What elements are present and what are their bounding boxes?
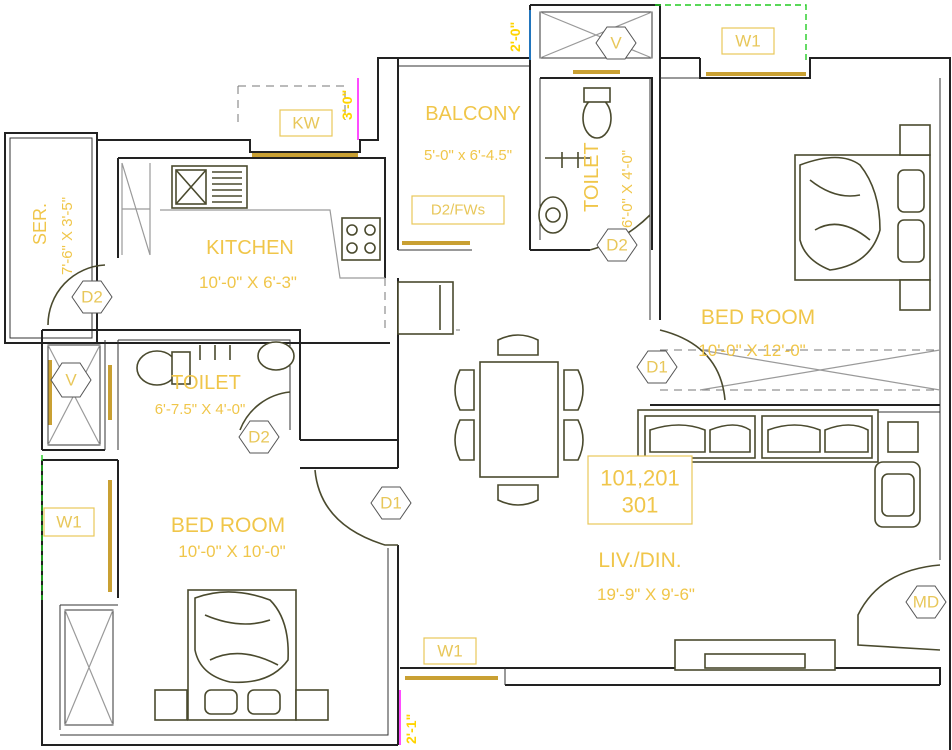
door-tag-toilet-left: [238, 420, 280, 454]
door-tag-toilet-top: [596, 228, 638, 262]
toilet-top-size: 6'-0" X 4'-0": [619, 150, 636, 228]
fridge: [397, 281, 454, 335]
balcony-name: BALCONY: [425, 103, 521, 125]
nightstand-left-b: [295, 689, 329, 721]
bedroom-right-name: BED ROOM: [701, 306, 815, 329]
side-table: [887, 421, 919, 453]
toilet-left-size: 6'-7.5" X 4'-0": [155, 401, 246, 418]
door-tag-service: [71, 280, 113, 314]
bed-right: [794, 154, 931, 281]
d2-fws-label: D2/FWs: [431, 202, 485, 219]
kitchen-stove: [341, 217, 381, 261]
balcony-size: 5'-0" x 6'-4.5": [424, 147, 512, 164]
bedroom-left-door-swing: [314, 469, 398, 546]
washbasin-left: [257, 341, 295, 371]
duct-left: [47, 344, 101, 446]
nightstand-bottom: [899, 279, 931, 311]
door-tag-bedroom-left-label: D1: [380, 494, 402, 513]
vent-tag-left-label: V: [65, 371, 77, 390]
tv-unit: [674, 639, 836, 671]
door-tag-bedroom-right-label: D1: [646, 358, 668, 377]
living-size: 19'-9" X 9'-6": [597, 585, 695, 604]
kitchen-size: 10'-0" X 6'-3": [199, 273, 297, 292]
w1-left-box: [43, 507, 95, 537]
kitchen-name: KITCHEN: [206, 237, 294, 259]
washbasin-top: [538, 196, 568, 234]
kw-projection: [238, 85, 346, 120]
kw-label-box: [279, 109, 333, 137]
w1-top-label: W1: [735, 32, 761, 51]
unit-number-line1: 101,201: [600, 466, 680, 491]
service-door-swing: [47, 264, 106, 326]
w1-bottom-label: W1: [437, 642, 463, 661]
bottom-window-dimension: 2'-1": [403, 714, 419, 744]
w1-left-label: W1: [56, 513, 82, 532]
w1-top-box: [721, 27, 775, 55]
shaft-bottom-left: [64, 609, 114, 726]
living-name: LIV./DIN.: [598, 549, 681, 572]
bedroom-left-name: BED ROOM: [171, 514, 285, 537]
bedroom-right-door-swing: [659, 329, 726, 401]
duct-top: [539, 11, 653, 59]
door-tag-bedroom-left: [370, 486, 412, 520]
vent-tag-top: [595, 26, 637, 60]
w1-bottom-box: [423, 637, 477, 665]
top-shaft-dimension: 2'-0": [507, 22, 523, 52]
wc-top: [582, 97, 612, 139]
sofa: [637, 409, 879, 463]
door-tag-toilet-top-label: D2: [606, 236, 628, 255]
kitchen-sink: [171, 165, 248, 209]
toilet-left-door-swing: [239, 391, 291, 431]
service-size: 7'-6" X 3'-5": [59, 197, 76, 275]
nightstand-top: [899, 124, 931, 156]
door-tag-toilet-left-label: D2: [248, 428, 270, 447]
unit-number-line2: 301: [622, 493, 659, 518]
armchair: [874, 461, 921, 528]
vent-tag-top-label: V: [610, 34, 622, 53]
main-door-tag: [905, 585, 947, 619]
service-name: SER.: [30, 203, 50, 245]
door-tag-service-label: D2: [81, 288, 103, 307]
vent-tag-left: [50, 362, 92, 398]
kw-label: KW: [292, 114, 319, 133]
bedroom-left-size: 10'-0" X 10'-0": [178, 542, 285, 561]
d2-fws-box: [411, 195, 505, 225]
dining-table: [479, 361, 559, 478]
main-door-swing: [857, 564, 941, 651]
door-tag-bedroom-right: [636, 350, 678, 384]
toilet-left-name: TOILET: [171, 372, 241, 394]
unit-number-box: [587, 455, 693, 525]
toilet-top-name: TOILET: [581, 142, 603, 212]
nightstand-left-a: [154, 689, 188, 721]
kitchen-window-dimension: 3'-0": [339, 90, 355, 120]
bedroom-right-size: 10'-0" X 12'-0": [698, 341, 805, 360]
top-projection-line: [655, 4, 807, 60]
main-door-tag-label: MD: [913, 593, 939, 612]
